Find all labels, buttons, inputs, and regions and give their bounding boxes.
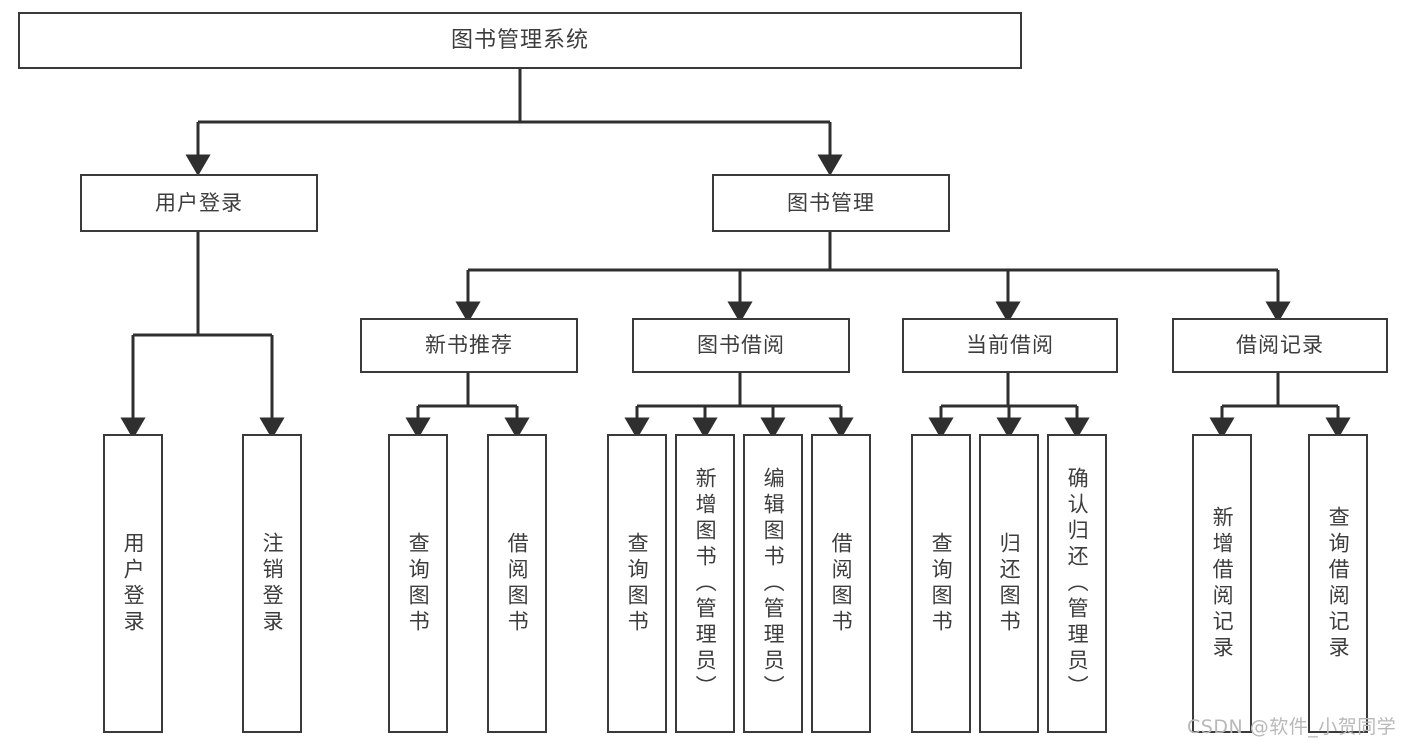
leaf-borrow-edit-book[interactable]: 编辑图书（管理员） (743, 434, 803, 733)
node-book-borrow[interactable]: 图书借阅 (632, 318, 850, 373)
node-label: 查询图书 (625, 531, 650, 636)
node-label: 用户登录 (155, 190, 243, 215)
leaf-record-add-record[interactable]: 新增借阅记录 (1192, 434, 1252, 733)
leaf-user-login[interactable]: 用户登录 (103, 434, 163, 733)
node-label: 借阅记录 (1236, 333, 1324, 358)
node-label: 新增图书（管理员） (693, 466, 718, 701)
node-label: 查询图书 (406, 531, 431, 636)
node-label: 图书借阅 (697, 333, 785, 358)
node-label: 图书管理系统 (450, 27, 589, 53)
node-label: 当前借阅 (966, 333, 1054, 358)
node-label: 图书管理 (787, 190, 875, 215)
node-label: 用户登录 (121, 531, 146, 636)
node-label: 新增借阅记录 (1210, 505, 1235, 662)
node-label: 查询借阅记录 (1326, 505, 1351, 662)
leaf-user-logout[interactable]: 注销登录 (242, 434, 302, 733)
node-label: 确认归还（管理员） (1065, 466, 1090, 701)
leaf-current-query-book[interactable]: 查询图书 (911, 434, 971, 733)
leaf-borrow-lend-book[interactable]: 借阅图书 (811, 434, 871, 733)
leaf-current-confirm-return[interactable]: 确认归还（管理员） (1047, 434, 1107, 733)
node-label: 借阅图书 (505, 531, 530, 636)
leaf-new-book-query-book[interactable]: 查询图书 (388, 434, 448, 733)
node-label: 借阅图书 (829, 531, 854, 636)
node-label: 新书推荐 (425, 333, 513, 358)
node-borrow-record[interactable]: 借阅记录 (1172, 318, 1388, 373)
watermark-text: CSDN @软件_小贺同学 (1187, 716, 1397, 738)
node-label: 注销登录 (260, 531, 285, 636)
leaf-record-query-record[interactable]: 查询借阅记录 (1308, 434, 1368, 733)
node-label: 编辑图书（管理员） (761, 466, 786, 701)
node-user-login[interactable]: 用户登录 (80, 174, 318, 232)
node-label: 归还图书 (997, 531, 1022, 636)
node-new-book-recommend[interactable]: 新书推荐 (360, 318, 578, 373)
node-label: 查询图书 (929, 531, 954, 636)
node-current-borrow[interactable]: 当前借阅 (902, 318, 1118, 373)
node-book-management[interactable]: 图书管理 (712, 174, 950, 232)
leaf-borrow-query-book[interactable]: 查询图书 (607, 434, 667, 733)
leaf-current-return-book[interactable]: 归还图书 (979, 434, 1039, 733)
leaf-borrow-add-book[interactable]: 新增图书（管理员） (675, 434, 735, 733)
node-root-system[interactable]: 图书管理系统 (18, 12, 1022, 69)
leaf-new-book-borrow-book[interactable]: 借阅图书 (487, 434, 547, 733)
